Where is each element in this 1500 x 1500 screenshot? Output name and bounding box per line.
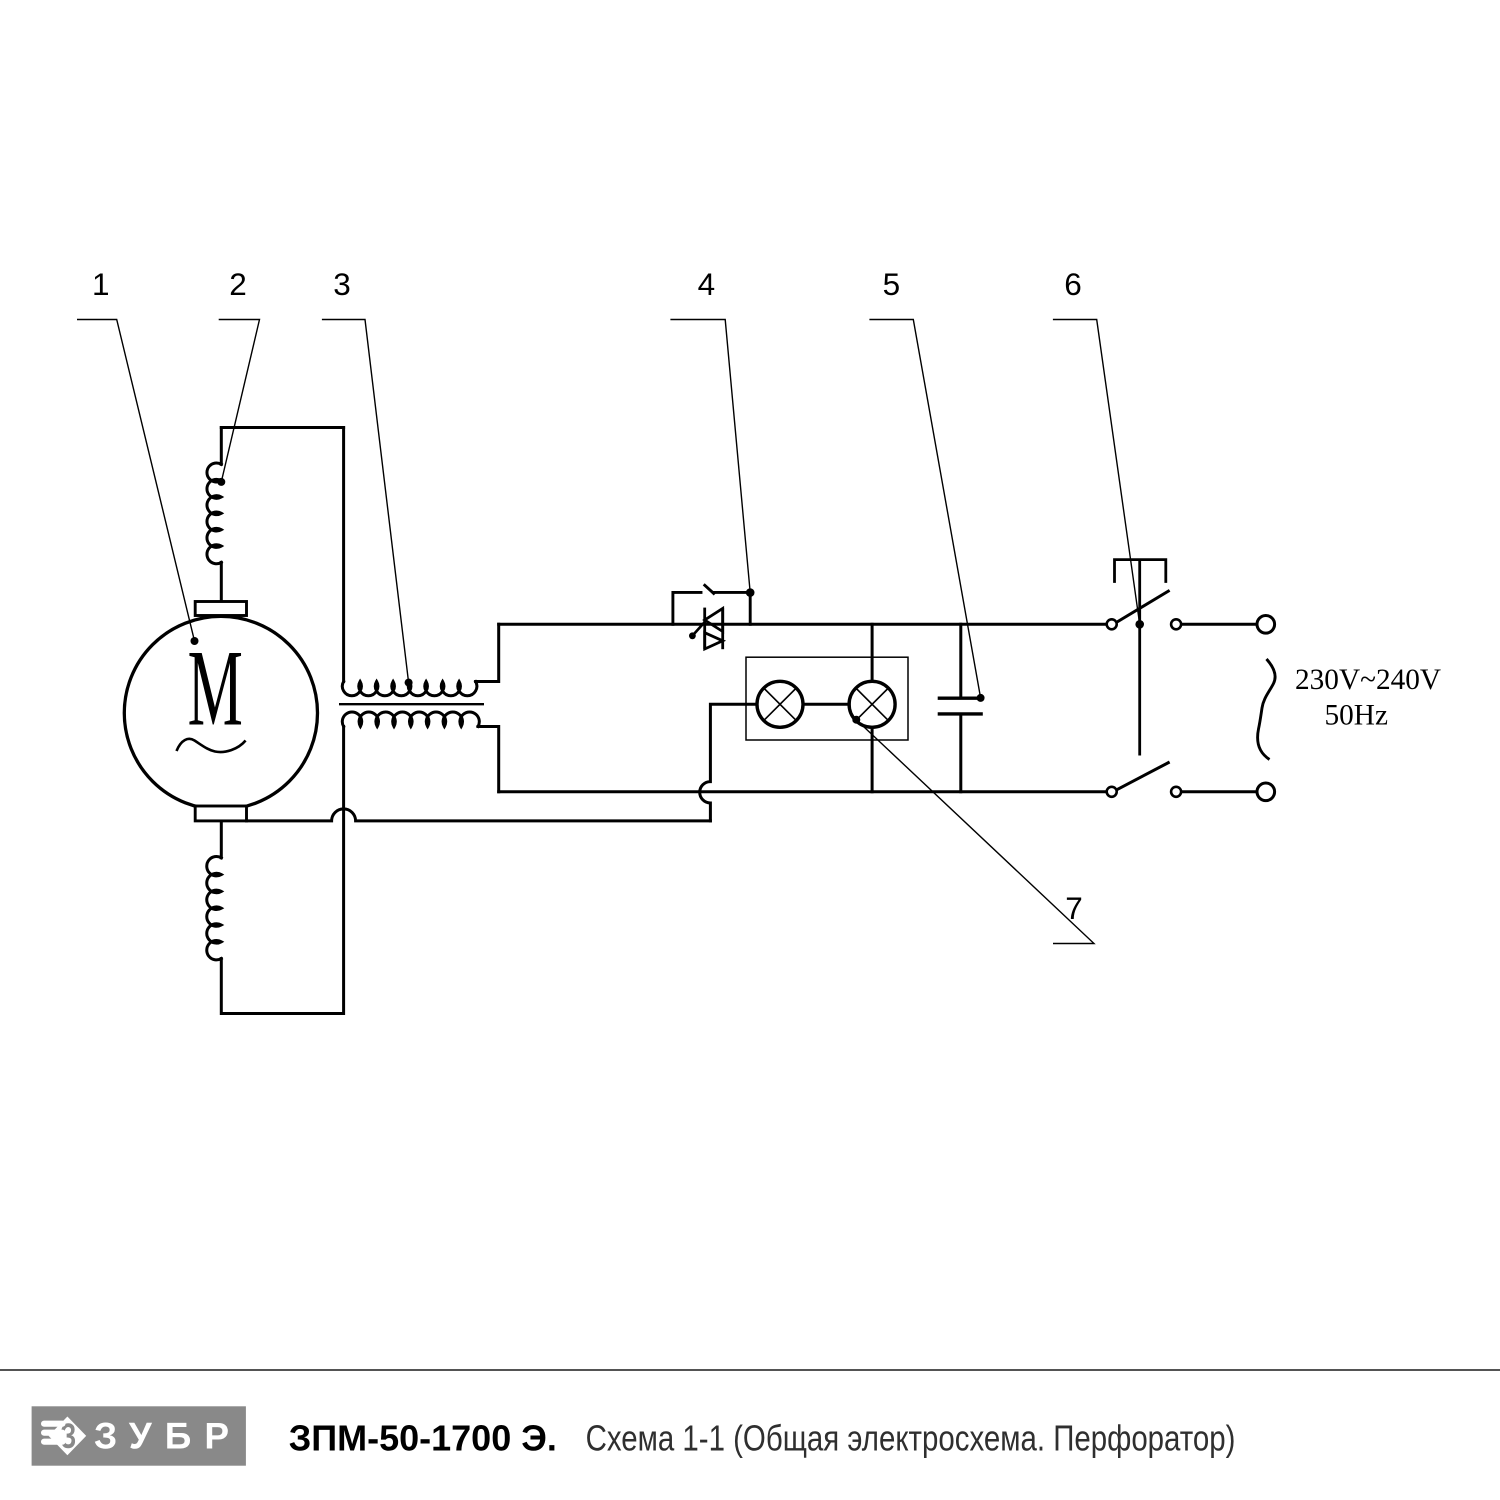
svg-text:2: 2 [229,266,247,302]
svg-text:5: 5 [883,266,901,302]
svg-text:7: 7 [1065,890,1083,926]
svg-text:230V~240V: 230V~240V [1295,664,1441,696]
svg-text:ЗУБР: ЗУБР [94,1415,242,1456]
svg-text:50Hz: 50Hz [1325,700,1388,732]
svg-text:6: 6 [1064,266,1082,302]
svg-text:Схема 1-1 (Общая электросхема.: Схема 1-1 (Общая электросхема. Перфорато… [586,1418,1236,1459]
svg-text:3: 3 [333,266,351,302]
svg-text:ЗПМ-50-1700 Э.: ЗПМ-50-1700 Э. [289,1418,557,1459]
svg-text:M: M [188,629,243,749]
svg-text:4: 4 [698,266,716,302]
svg-text:1: 1 [92,266,110,302]
